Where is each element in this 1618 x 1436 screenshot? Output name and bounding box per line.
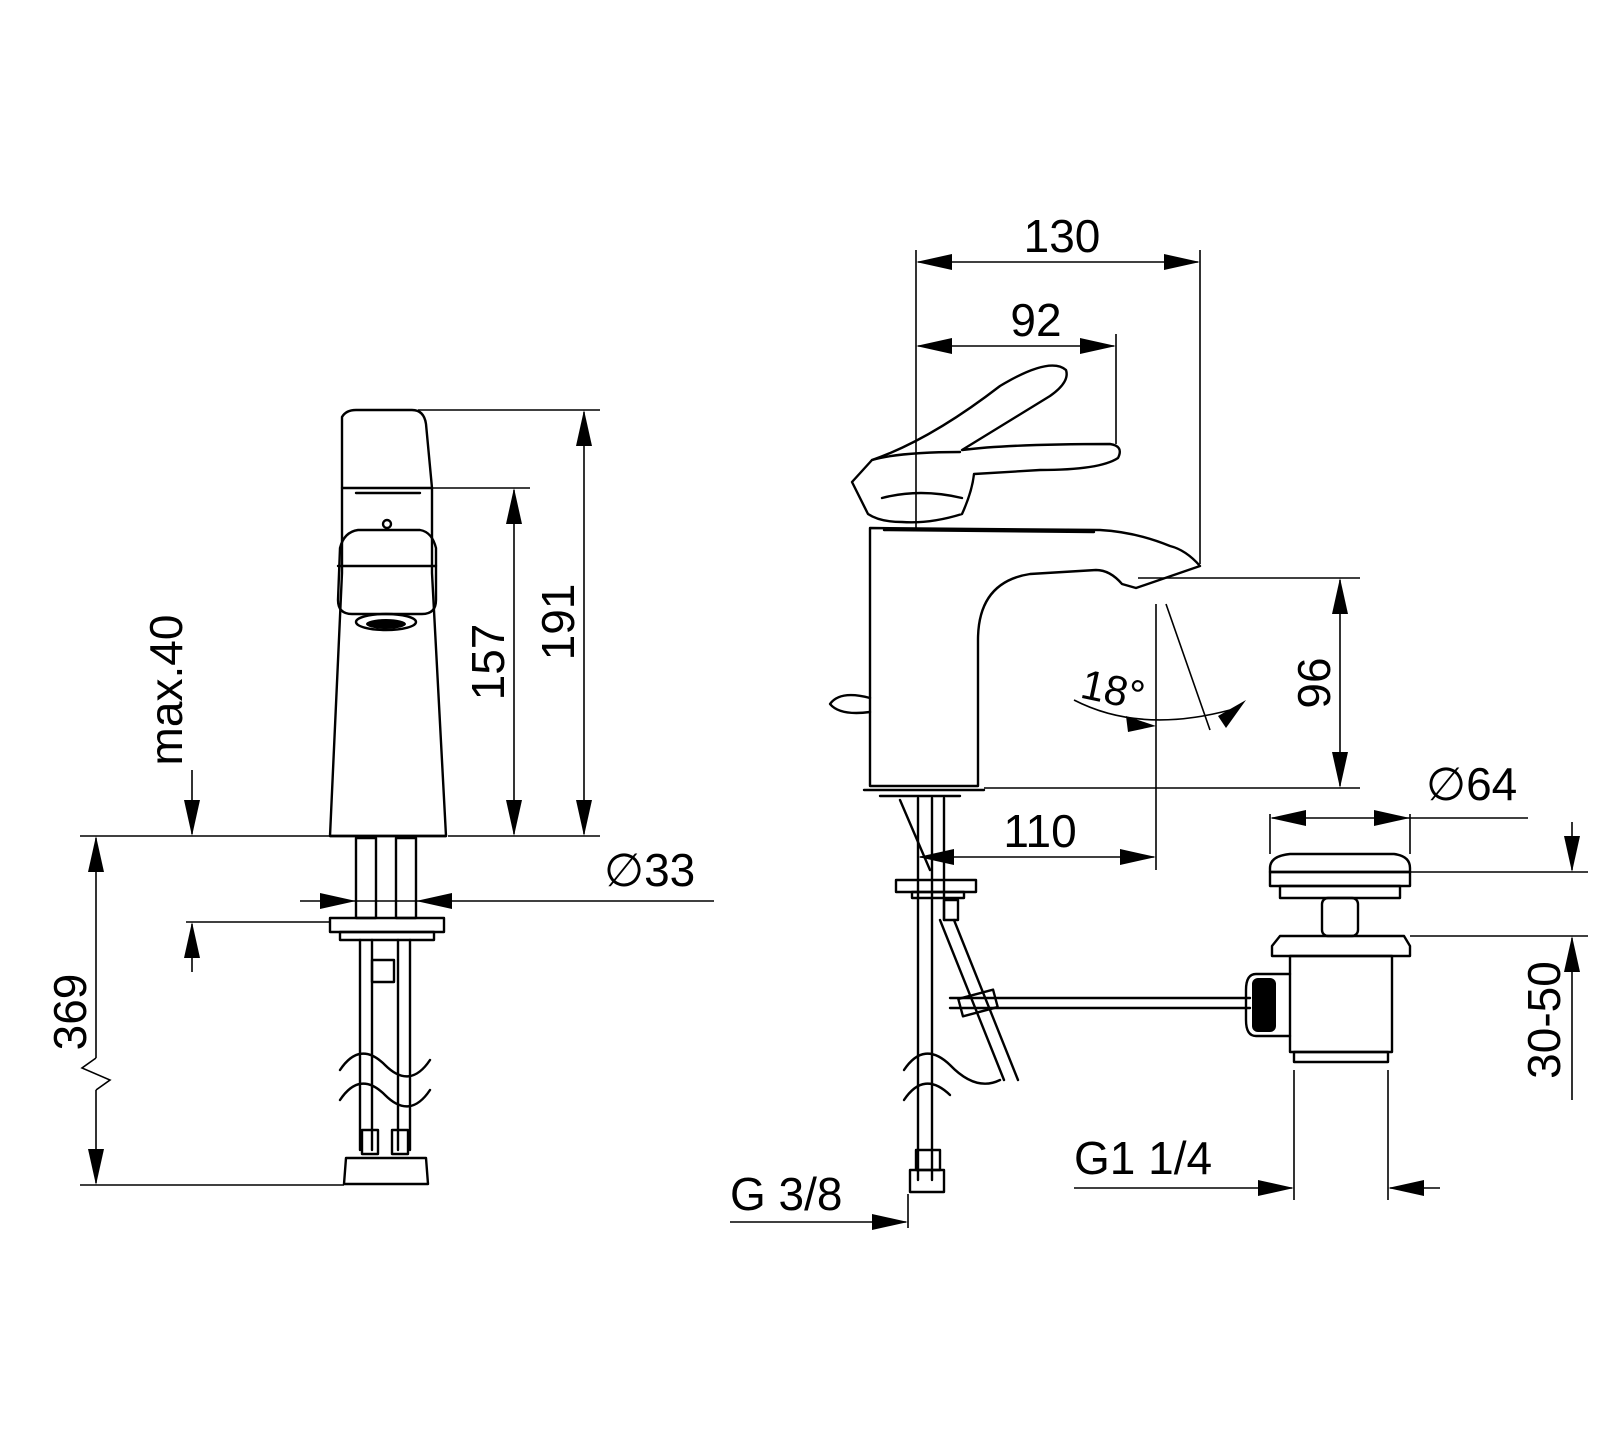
dim-96: 96 (1288, 657, 1340, 708)
side-lever (850, 364, 1121, 524)
dim-191: 191 (532, 584, 584, 661)
dim-130: 130 (1024, 210, 1101, 262)
dim-g-3-8: G 3/8 (730, 1168, 843, 1220)
dim-157: 157 (462, 624, 514, 701)
side-faucet-body (868, 526, 1202, 788)
dim-max-40: max.40 (140, 615, 192, 766)
dim-110: 110 (1003, 805, 1076, 857)
front-faucet-body (328, 408, 448, 838)
dim-angle-18: 18° (1077, 660, 1149, 719)
dim-369: 369 (44, 974, 96, 1051)
dim-diameter-33: ∅33 (604, 844, 695, 896)
dim-92: 92 (1010, 294, 1061, 346)
dim-g1-1-4: G1 1/4 (1074, 1132, 1212, 1184)
front-view: 191 157 max.40 369 ∅33 (44, 408, 714, 1186)
front-lever (336, 528, 438, 616)
drain-cap (1268, 852, 1412, 874)
dim-30-50: 30-50 (1518, 961, 1570, 1079)
dim-diameter-64: ∅64 (1426, 758, 1517, 810)
side-view: 130 92 96 110 18° ∅64 (730, 210, 1588, 1230)
